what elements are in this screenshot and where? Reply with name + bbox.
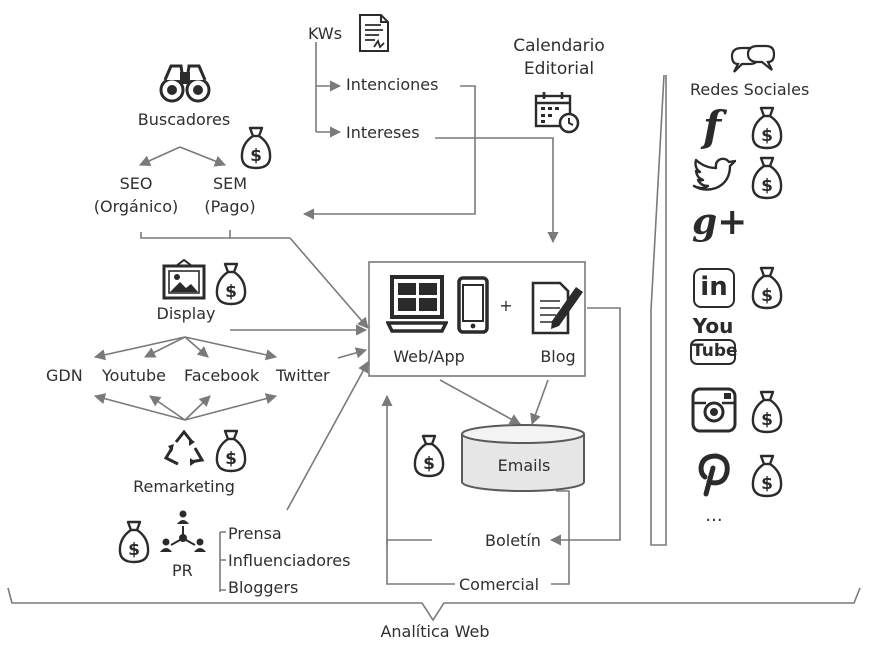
bloggers-label: Bloggers (228, 578, 299, 597)
money-bag-icon: $ (215, 262, 247, 306)
redes-sociales-label: Redes Sociales (690, 80, 810, 99)
social-networks-bracket (650, 74, 667, 546)
display-to-youtube (143, 336, 186, 358)
money-bag-icon: $ (118, 520, 150, 564)
picture-frame-icon (162, 258, 206, 300)
plus-label: + (499, 296, 513, 315)
display-to-twitter (184, 336, 278, 361)
youtube-logo-top: You (692, 314, 734, 338)
laptop-icon (386, 275, 448, 333)
smartphone-icon (457, 276, 489, 334)
feedback-to-web (387, 396, 455, 585)
svg-text:$: $ (250, 146, 262, 166)
binoculars-icon (159, 64, 211, 103)
remarketing-to-facebook (184, 395, 211, 421)
analitica-web-label: Analítica Web (380, 622, 490, 641)
blog-to-boletin (549, 307, 621, 546)
buscadores-label: Buscadores (137, 110, 231, 129)
money-bag-icon: $ (751, 390, 783, 434)
web-app-label: Web/App (393, 347, 465, 366)
blog-label: Blog (540, 347, 576, 366)
linkedin-icon: in (693, 268, 735, 308)
intenciones-to-seo-sem (302, 85, 476, 220)
emails-to-comercial (551, 490, 570, 585)
chat-bubbles-icon (730, 44, 776, 73)
display-to-facebook (184, 336, 209, 358)
money-bag-icon: $ (413, 434, 445, 478)
web-to-emails (439, 379, 521, 425)
svg-text:$: $ (761, 474, 773, 494)
comercial-label: Comercial (459, 575, 540, 594)
buscadores-to-seo (138, 146, 181, 166)
seo-label: SEO (119, 174, 153, 193)
recycle-icon (163, 429, 205, 466)
money-bag-icon: $ (215, 429, 247, 473)
database-icon (461, 424, 585, 492)
svg-text:$: $ (225, 449, 237, 469)
youtube-icon: Tube (690, 339, 738, 365)
blog-to-emails (530, 379, 549, 426)
emails-label: Emails (497, 456, 551, 475)
money-bag-icon: $ (751, 106, 783, 150)
twitter-bird-icon (692, 157, 736, 191)
seo-sem-bracket (140, 232, 290, 239)
svg-text:$: $ (761, 176, 773, 196)
seo-organic-label: (Orgánico) (93, 197, 179, 216)
instagram-icon (691, 387, 737, 433)
remarketing-to-youtube (149, 395, 186, 421)
youtube-label: Youtube (102, 366, 166, 385)
intenciones-label: Intenciones (346, 75, 439, 94)
remarketing-label: Remarketing (133, 477, 235, 496)
document-pencil-icon (531, 281, 583, 335)
display-to-gdn (93, 336, 186, 361)
svg-text:$: $ (225, 282, 237, 302)
gdn-label: GDN (46, 366, 83, 385)
display-platforms-to-web (337, 347, 368, 359)
buscadores-to-sem (179, 146, 227, 167)
pr-to-web (286, 361, 369, 511)
document-icon (359, 14, 389, 52)
remarketing-to-gdn (93, 393, 186, 421)
editorial-label: Editorial (523, 59, 595, 79)
seo-sem-to-web (289, 237, 369, 329)
money-bag-icon: $ (751, 454, 783, 498)
pr-bracket (219, 531, 226, 592)
analytics-brace (7, 587, 861, 622)
calendar-icon (534, 92, 580, 134)
sem-label: SEM (212, 174, 248, 193)
svg-text:$: $ (128, 540, 140, 560)
svg-text:$: $ (423, 454, 435, 474)
svg-text:$: $ (761, 410, 773, 430)
intereses-to-web (435, 137, 559, 244)
svg-text:$: $ (761, 286, 773, 306)
money-bag-icon: $ (751, 266, 783, 310)
google-plus-icon: g+ (692, 201, 748, 243)
svg-text:$: $ (761, 126, 773, 146)
kws-label: KWs (308, 24, 343, 43)
intereses-label: Intereses (346, 123, 420, 142)
influenciadores-label: Influenciadores (228, 551, 351, 570)
boletin-label: Boletín (485, 531, 541, 550)
display-label: Display (156, 304, 216, 323)
money-bag-icon: $ (751, 156, 783, 200)
sem-paid-label: (Pago) (204, 197, 256, 216)
facebook-icon: f (702, 102, 722, 151)
twitter-label: Twitter (276, 366, 330, 385)
people-network-icon (160, 510, 206, 552)
more-networks-label: ... (705, 505, 723, 526)
pinterest-icon (698, 453, 730, 497)
remarketing-to-twitter (184, 393, 278, 421)
prensa-label: Prensa (228, 524, 282, 543)
pr-label: PR (172, 561, 193, 580)
facebook-label: Facebook (184, 366, 260, 385)
calendario-label: Calendario (513, 36, 605, 56)
money-bag-icon: $ (240, 126, 272, 170)
